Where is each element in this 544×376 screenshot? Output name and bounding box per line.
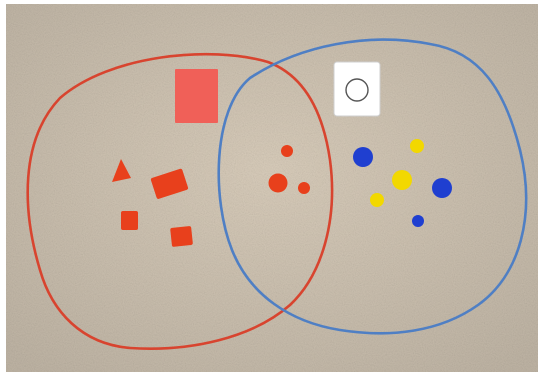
red-circle: [281, 145, 293, 157]
yellow-circle: [410, 139, 424, 153]
yellow-circle: [370, 193, 384, 207]
blue-circle: [353, 147, 373, 167]
blue-circle: [432, 178, 452, 198]
red-circle: [269, 174, 288, 193]
red-square: [121, 211, 138, 230]
left-label-card: [175, 69, 218, 123]
right-label-card: [334, 62, 380, 116]
yellow-circle: [392, 170, 412, 190]
blue-circle: [412, 215, 424, 227]
red-square: [170, 226, 193, 247]
red-circle: [298, 182, 310, 194]
